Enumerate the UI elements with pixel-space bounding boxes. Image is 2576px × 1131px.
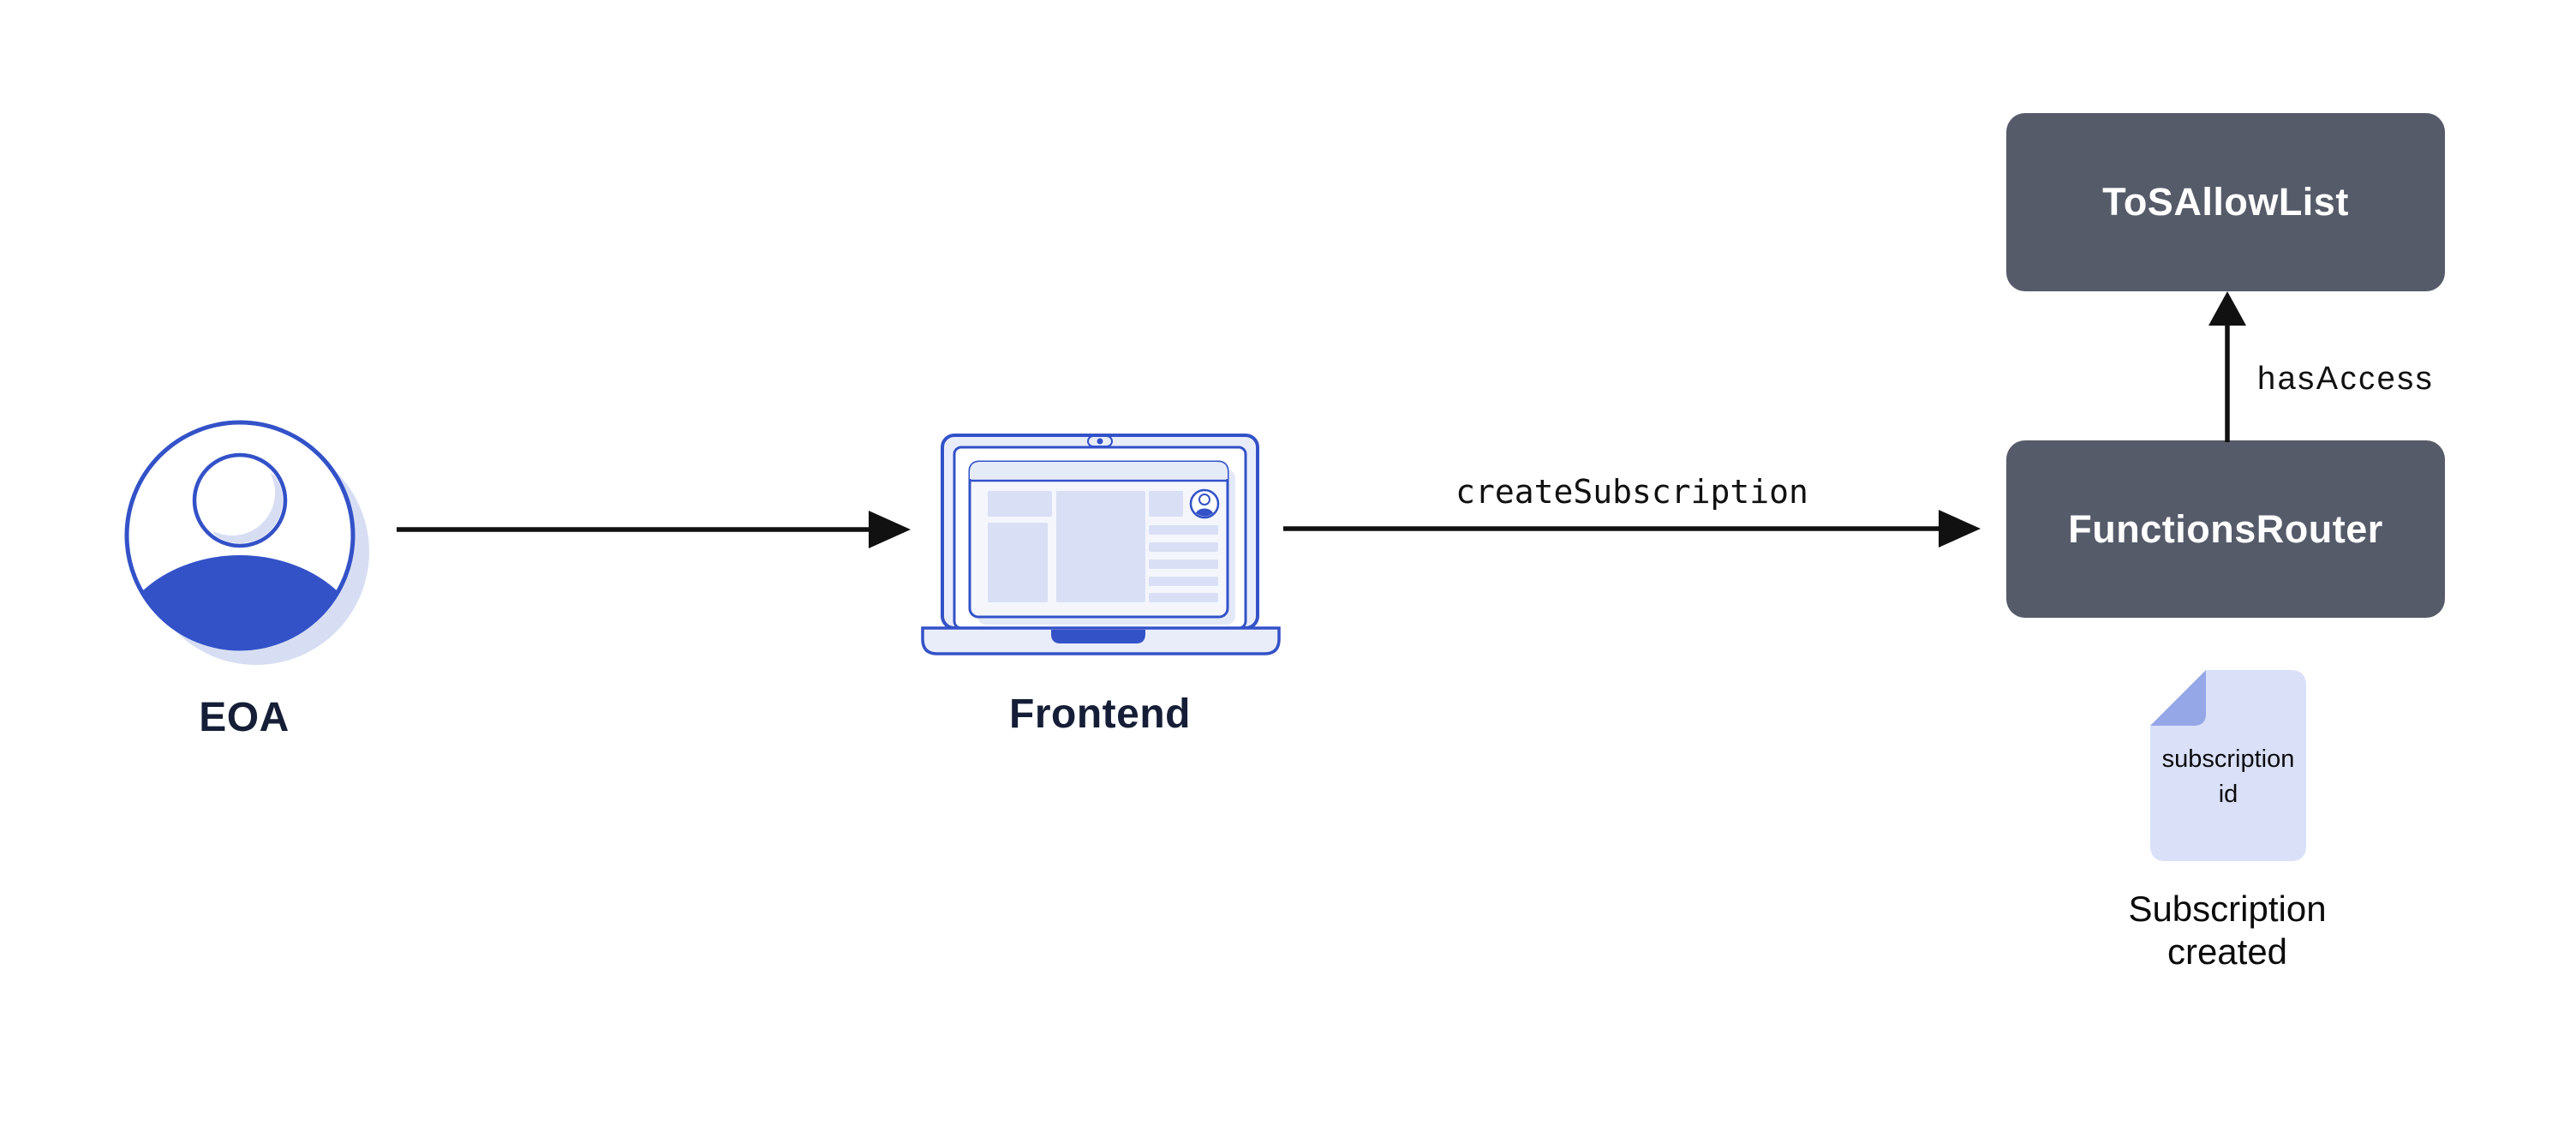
subscription-created-caption: Subscription created — [2128, 889, 2327, 972]
tos-allow-list-label: ToSAllowList — [2102, 180, 2349, 224]
user-avatar-icon — [124, 420, 369, 665]
avatar-shoulders — [129, 555, 351, 647]
frontend-label: Frontend — [1009, 691, 1191, 737]
tos-allow-list-box: ToSAllowList — [2006, 113, 2445, 291]
arrow-frontend-to-functionsrouter — [1283, 510, 1981, 548]
browser-content-blocks — [988, 491, 1218, 602]
create-subscription-edge-label: createSubscription — [1455, 473, 1808, 511]
avatar-head-fill — [197, 458, 275, 536]
eoa-label: EOA — [199, 695, 290, 740]
functions-router-box: FunctionsRouter — [2006, 440, 2445, 618]
subscription-doc-text: subscription id — [2161, 745, 2295, 808]
laptop-notch — [1051, 630, 1145, 643]
has-access-edge-label: hasAccess — [2257, 361, 2435, 397]
avatar-head-outline — [192, 452, 288, 548]
functions-router-label: FunctionsRouter — [2068, 506, 2383, 551]
arrow-eoa-to-frontend — [397, 511, 911, 548]
browser-user-head — [1198, 494, 1210, 506]
arrow-functionsrouter-to-tosallowlist — [2208, 291, 2246, 442]
webcam-dot-icon — [1097, 438, 1103, 445]
laptop-icon — [921, 434, 1281, 655]
document-fold — [2150, 670, 2206, 726]
browser-header-bar — [970, 462, 1228, 479]
subscription-document-icon — [2150, 670, 2306, 861]
